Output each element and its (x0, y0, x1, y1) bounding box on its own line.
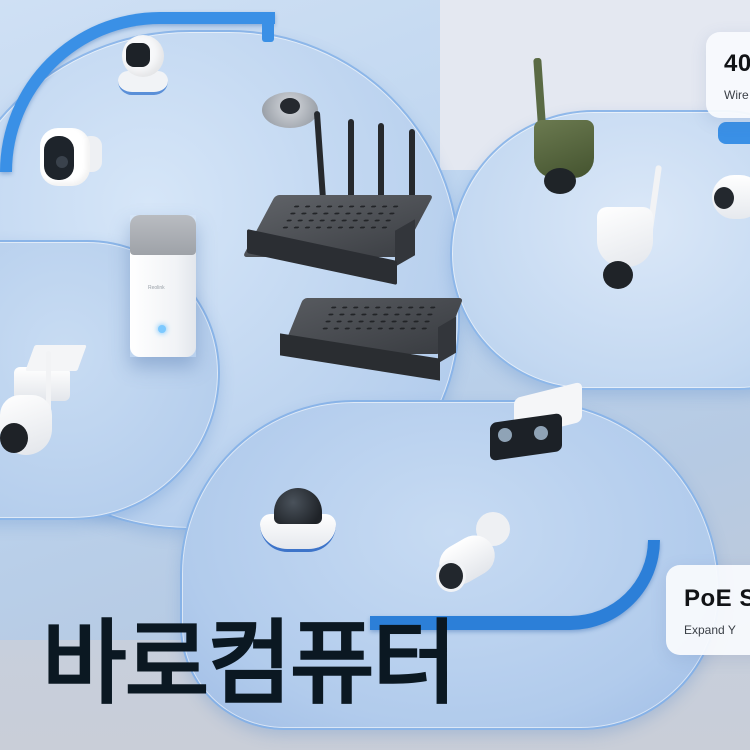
blue-rail-top-end (262, 14, 274, 42)
info-card-subtitle: Expand Y (684, 623, 736, 637)
dual-lens-camera-icon (490, 381, 586, 462)
solar-ptz-camera-icon (0, 345, 87, 465)
wifi-nvr-icon (242, 110, 434, 285)
white-ptz-camera-icon (595, 164, 665, 297)
info-card-poe[interactable]: PoE S Expand Y (666, 565, 750, 655)
fisheye-camera-icon (262, 92, 318, 128)
dome-camera-icon (260, 488, 336, 554)
home-hub-icon: Reolink (130, 215, 196, 357)
info-card-title: 40 (724, 50, 750, 77)
bullet-camera-icon (431, 512, 514, 594)
hub-status-led (158, 325, 166, 333)
info-card-title: PoE S (684, 585, 750, 612)
battery-camera-icon (40, 128, 102, 188)
hub-brand-label: Reolink (148, 285, 165, 291)
camo-4g-camera-icon (530, 57, 596, 198)
blue-rail-right (718, 122, 750, 144)
info-card-subtitle: Wire (724, 88, 749, 102)
bullet-camera-right-icon (712, 165, 750, 225)
poe-nvr-icon (278, 298, 464, 381)
indoor-ptz-camera-icon (118, 35, 168, 97)
info-card-wireless[interactable]: 40 Wire (706, 32, 750, 118)
watermark-text: 바로컴퓨터 (42, 610, 457, 717)
